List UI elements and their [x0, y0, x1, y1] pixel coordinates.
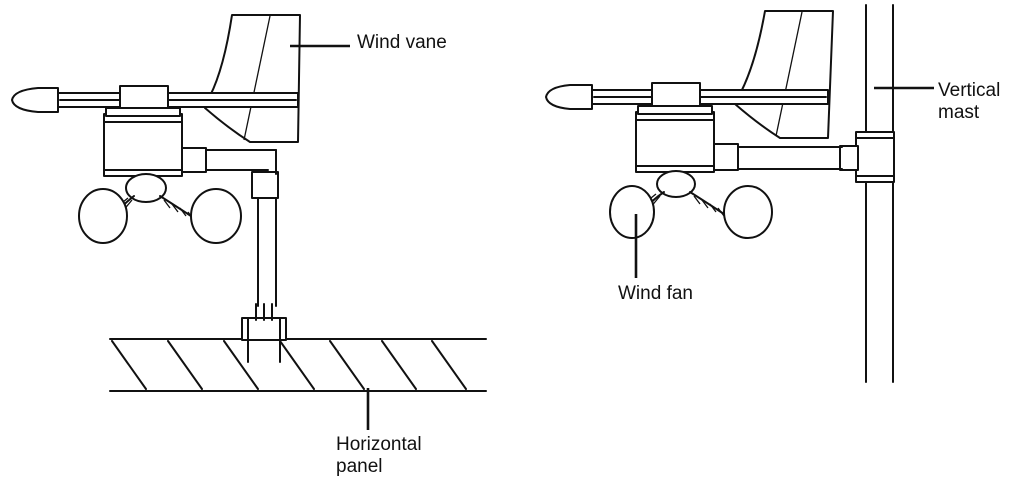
- vertical-mast-label-line1: Vertical: [938, 80, 1001, 101]
- wind-vane-fin: [204, 14, 301, 143]
- panel-mount-bracket: [241, 303, 287, 363]
- horizontal-panel-label: Horizontal panel: [336, 434, 422, 478]
- support-arm: [179, 147, 277, 175]
- sensor-housing-right: [635, 105, 715, 173]
- wind-fan-right: [609, 170, 773, 239]
- vane-rod-right: [545, 82, 829, 110]
- horizontal-panel-label-line2: panel: [336, 456, 383, 477]
- vertical-mast-label-line2: mast: [938, 102, 980, 123]
- support-pole: [251, 171, 279, 307]
- horizontal-panel: [109, 338, 487, 392]
- wind-vane-fin-right: [734, 10, 834, 139]
- wind-fan-label: Wind fan: [618, 283, 693, 304]
- horizontal-panel-label-line1: Horizontal: [336, 434, 422, 455]
- wind-vane-label: Wind vane: [357, 32, 447, 53]
- vertical-mast-label: Vertical mast: [938, 80, 1000, 124]
- vane-rod: [11, 85, 299, 113]
- sensor-housing: [103, 107, 183, 177]
- vertical-mast: [865, 4, 894, 383]
- support-arm-right: [711, 143, 843, 171]
- horizontal-panel-mount-illustration: [11, 14, 487, 392]
- vertical-mast-mount-illustration: [545, 4, 895, 383]
- wind-fan-left: [78, 173, 242, 244]
- mast-clamp: [839, 131, 895, 183]
